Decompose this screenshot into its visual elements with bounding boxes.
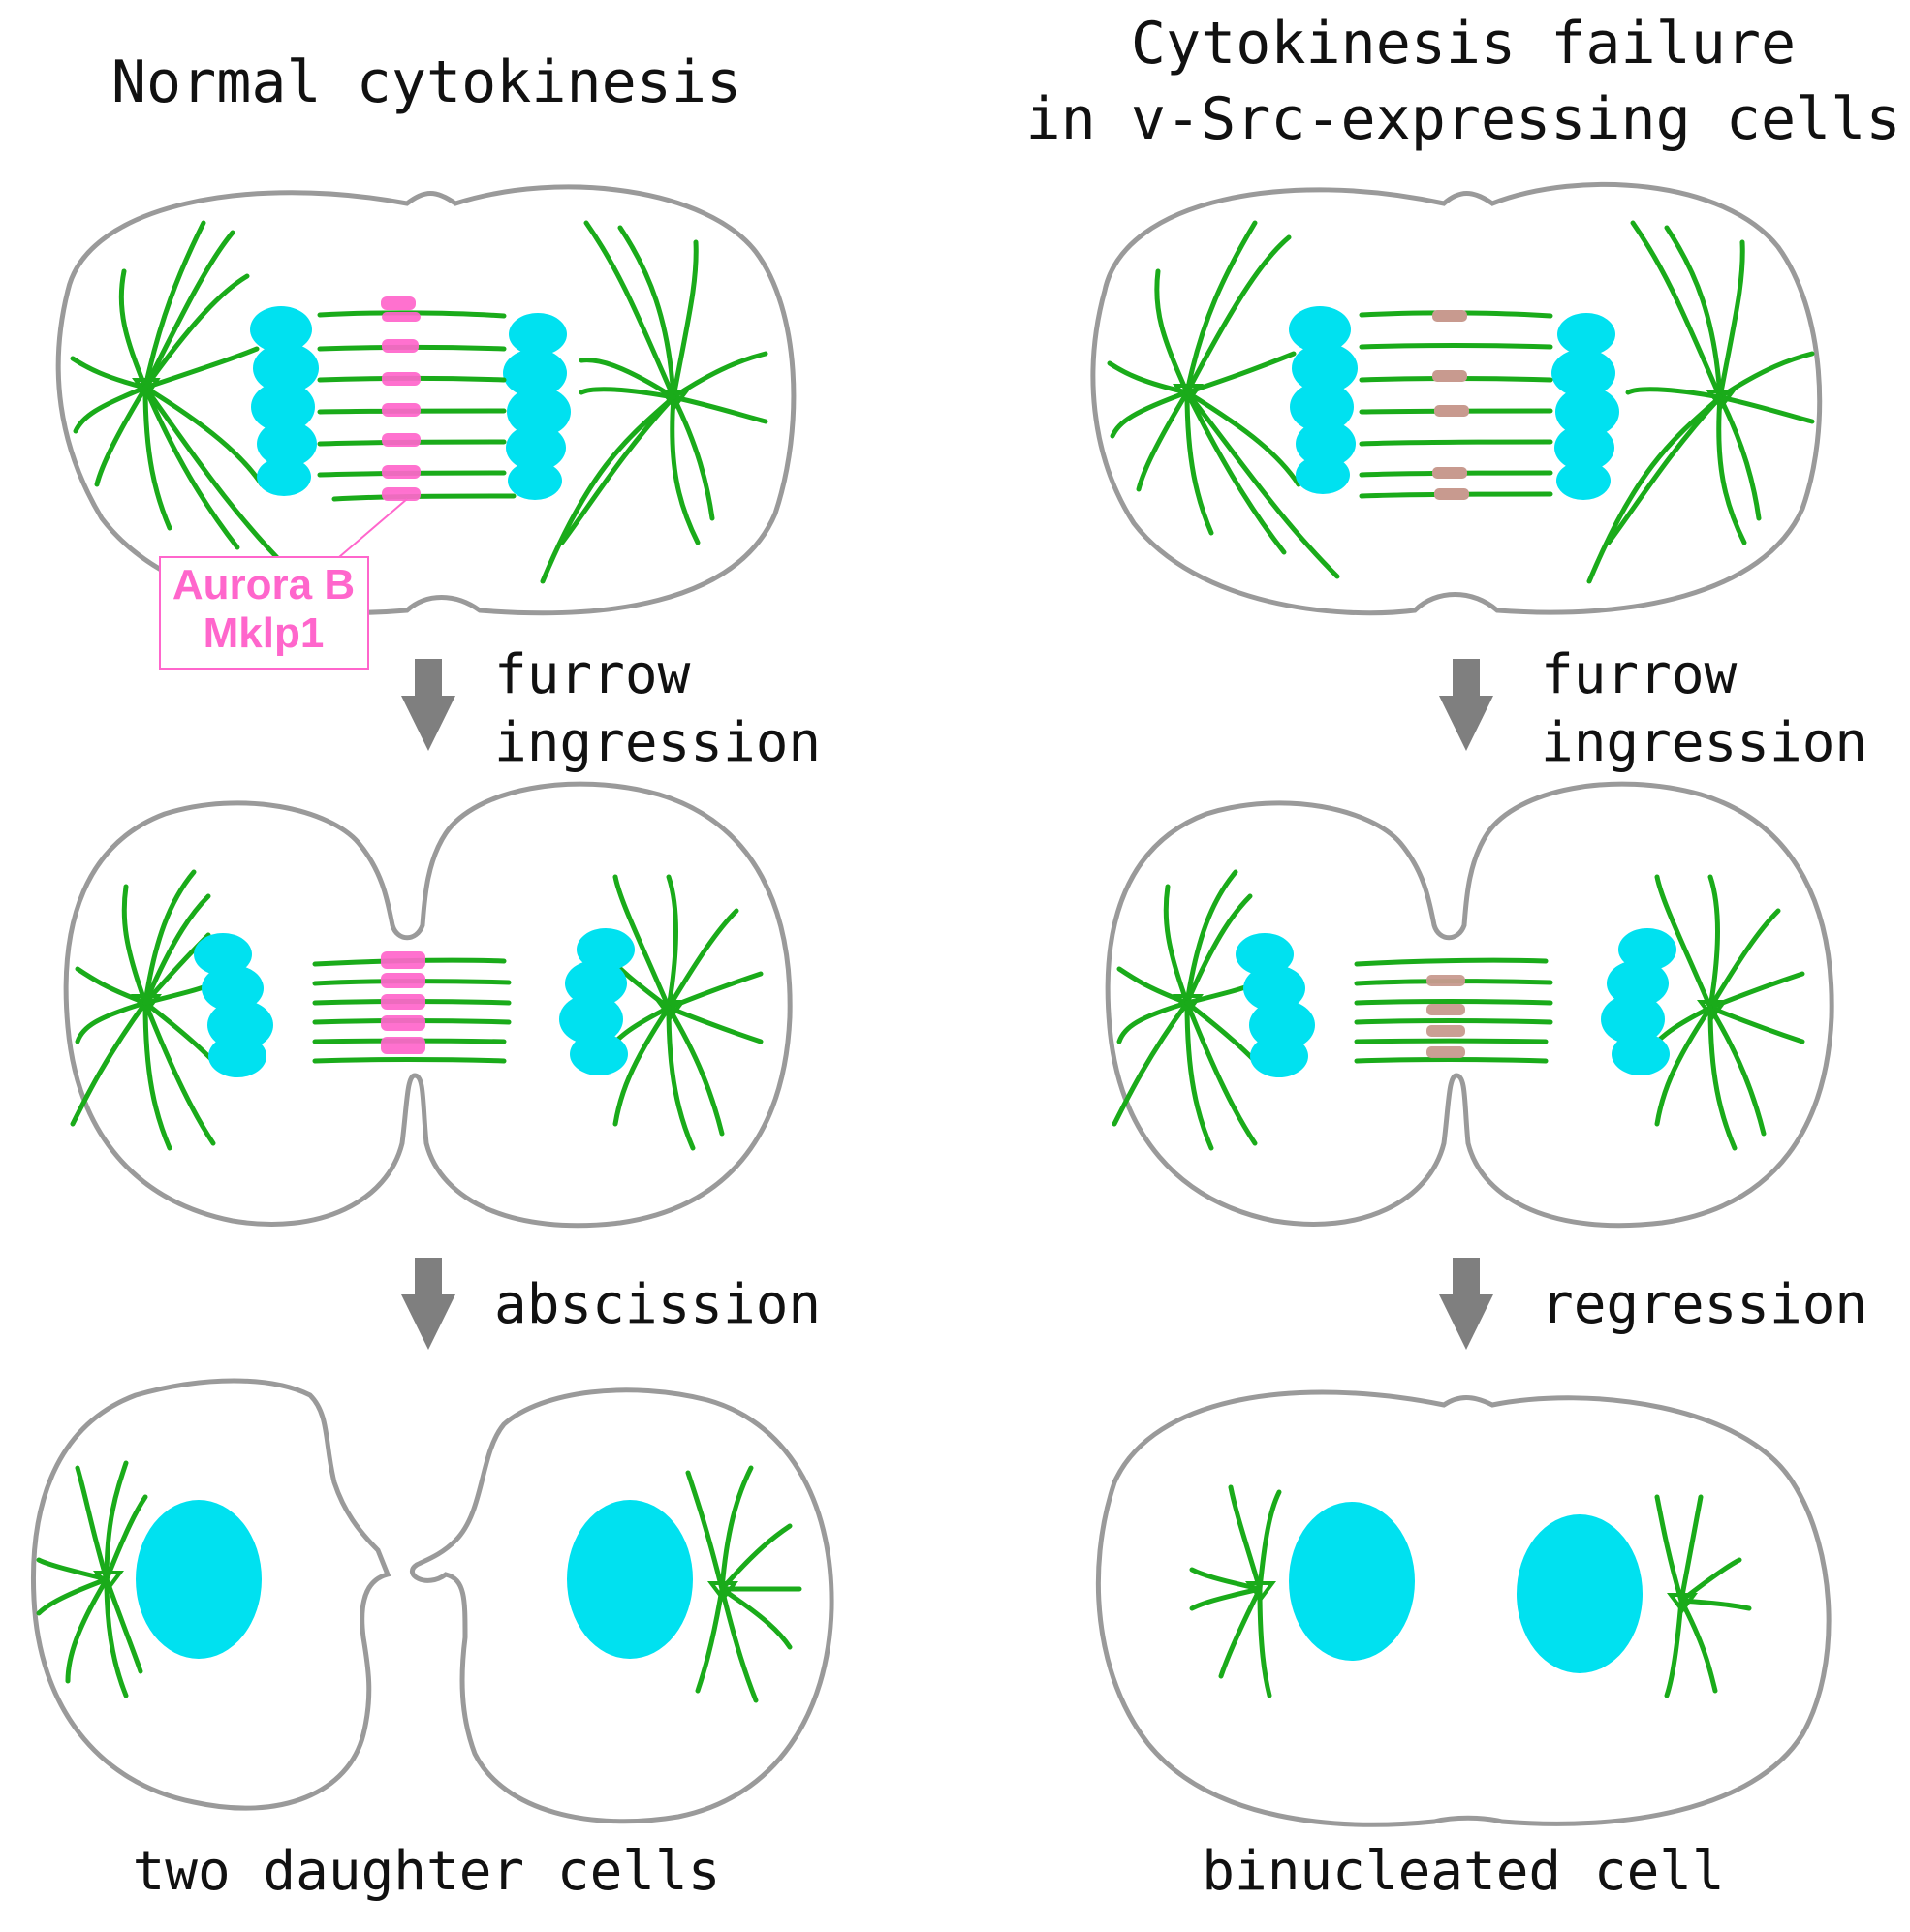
centrosome: [1173, 384, 1204, 405]
centrosome: [1245, 1581, 1276, 1603]
chromatin-mass: [1289, 306, 1358, 494]
aurora-b-mklp1-callout: Aurora B Mklp1: [159, 498, 408, 670]
centrosome: [707, 1581, 738, 1603]
midzone-aurora-b-mklp1: [381, 296, 421, 501]
down-arrow-icon: [401, 1258, 455, 1350]
midzone-aurora-b-mklp1: [381, 951, 425, 1054]
binucleated-cell: [1095, 1389, 1832, 1827]
right-title-line1: Cytokinesis failure: [1131, 10, 1796, 78]
callout-line2: Mklp1: [204, 609, 325, 657]
chromatin-mass: [194, 933, 273, 1077]
nucleus: [136, 1500, 262, 1659]
midzone-mislocalized: [1426, 975, 1465, 1058]
right-result: binucleated cell: [1202, 1840, 1724, 1903]
callout-line1: Aurora B: [172, 561, 355, 608]
cell-membrane: [1095, 1389, 1832, 1827]
right-step2: regression: [1541, 1273, 1867, 1336]
cell-membrane: [63, 781, 793, 1229]
left-furrowing-cell: [63, 781, 793, 1229]
left-anaphase-cell: [55, 184, 797, 616]
centrosome: [131, 994, 162, 1015]
left-daughter-cells: [30, 1378, 834, 1824]
cell-membrane: [1105, 781, 1834, 1229]
left-step1-line2: ingression: [494, 711, 821, 774]
nucleus: [567, 1500, 693, 1659]
nucleus: [1517, 1514, 1643, 1673]
centrosome: [1697, 1000, 1728, 1021]
chromatin-mass: [250, 306, 319, 496]
left-spindle-aster: [70, 220, 294, 575]
left-spindle-aster: [36, 1460, 148, 1698]
right-step1-line1: furrow: [1541, 643, 1738, 706]
chromatin-mass: [1601, 928, 1676, 1075]
left-step2: abscission: [494, 1273, 821, 1336]
cell-membrane: [55, 184, 797, 616]
left-spindle-aster: [1107, 220, 1340, 579]
centrosome: [655, 1000, 686, 1021]
right-anaphase-cell: [1090, 181, 1823, 616]
nucleus: [1289, 1502, 1415, 1661]
chromatin-mass: [1236, 933, 1315, 1077]
left-step1-line1: furrow: [494, 643, 691, 706]
down-arrow-icon: [1439, 1258, 1493, 1350]
left-title: Normal cytokinesis: [111, 48, 741, 116]
down-arrow-icon: [401, 659, 455, 751]
centrosome: [1173, 994, 1204, 1015]
right-step1-line2: ingression: [1541, 711, 1867, 774]
left-result: two daughter cells: [133, 1840, 721, 1903]
down-arrow-icon: [1439, 659, 1493, 751]
midzone-mislocalized: [1432, 310, 1469, 500]
centrosome: [93, 1571, 124, 1592]
right-spindle-aster: [540, 220, 768, 584]
right-title-line2: in v-Src-expressing cells: [1025, 85, 1900, 153]
right-furrowing-cell: [1105, 781, 1834, 1229]
left-spindle-aster: [1189, 1484, 1282, 1698]
right-spindle-aster: [685, 1465, 802, 1703]
chromatin-mass: [1551, 313, 1619, 500]
chromatin-mass: [559, 928, 635, 1075]
centrosome: [1706, 390, 1737, 411]
centrosome: [1667, 1593, 1698, 1614]
centrosome: [132, 378, 161, 399]
centrosome: [659, 390, 690, 411]
right-spindle-aster: [1586, 220, 1815, 584]
chromatin-mass: [503, 313, 571, 500]
cell-membrane: [1090, 181, 1823, 616]
